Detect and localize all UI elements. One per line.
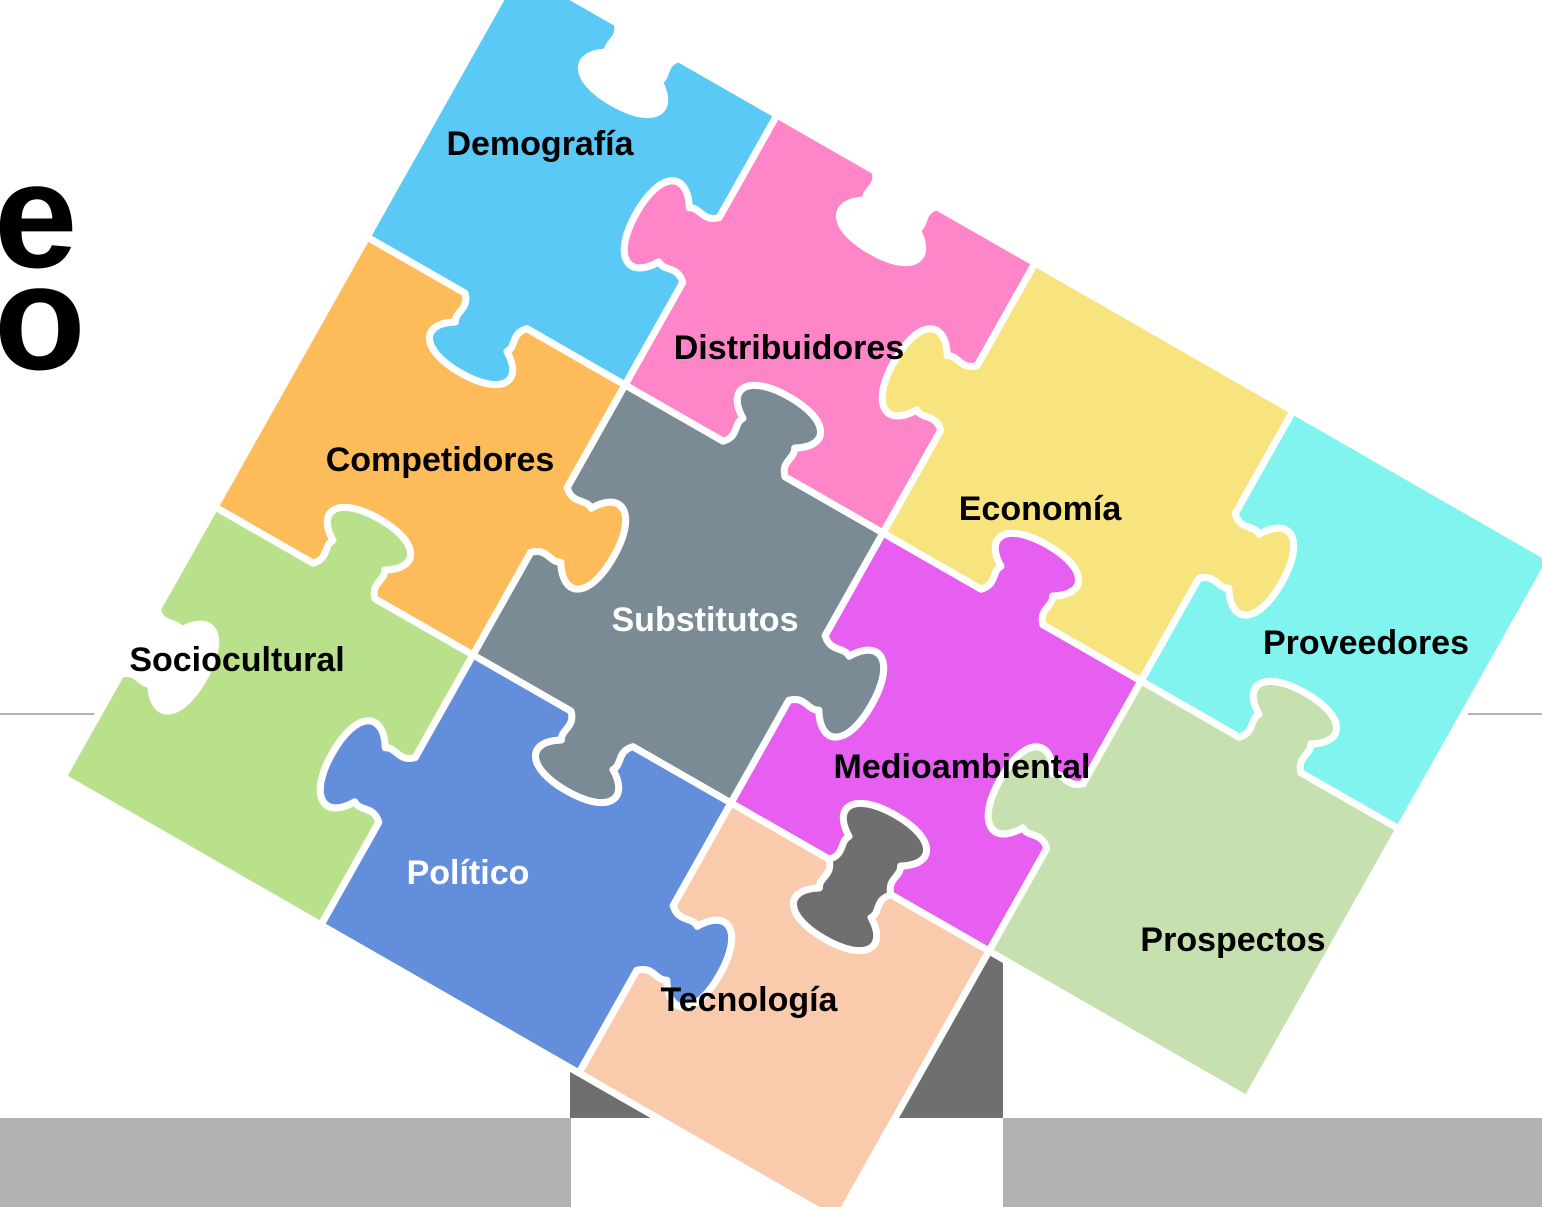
gray-footer-bar-right	[1003, 1118, 1542, 1207]
puzzle-label-distribuidores: Distribuidores	[674, 329, 904, 367]
puzzle-label-economia: Economía	[959, 490, 1123, 528]
puzzle-label-politico: Político	[407, 854, 530, 892]
puzzle-piece-prospectos	[984, 677, 1403, 1103]
puzzle-label-medioambiental: Medioambiental	[834, 748, 1091, 786]
puzzle-label-proveedores: Proveedores	[1263, 624, 1469, 662]
slide-title-fragment-1: e	[0, 131, 78, 299]
puzzle-label-competidores: Competidores	[326, 441, 555, 479]
puzzle-label-tecnologia: Tecnología	[661, 981, 839, 1019]
slide-title-fragment-2: o	[0, 233, 86, 401]
puzzle-label-sociocultural: Sociocultural	[129, 641, 344, 679]
puzzle-label-substitutos: Substitutos	[612, 601, 799, 639]
gray-footer-bar-left	[0, 1118, 571, 1207]
puzzle-piece-tecnologia	[575, 799, 993, 1207]
puzzle-label-demografia: Demografía	[446, 125, 634, 163]
puzzle-label-prospectos: Prospectos	[1140, 921, 1325, 959]
